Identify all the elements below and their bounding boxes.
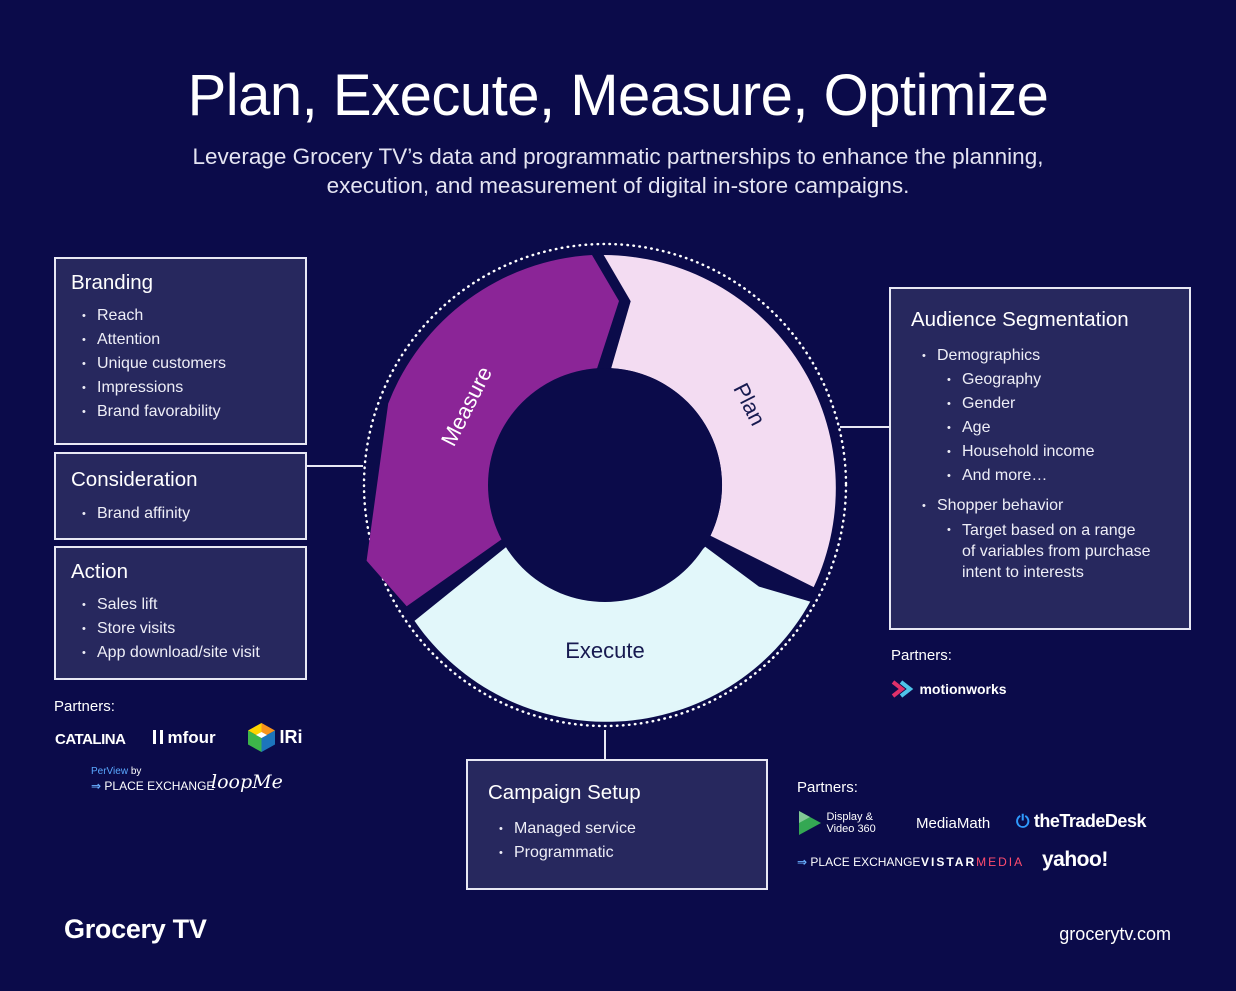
thetradedesk-logo: ⏻ theTradeDesk [1016, 811, 1146, 832]
setup-list: Managed service Programmatic [488, 817, 766, 865]
thetradedesk-text: theTradeDesk [1033, 811, 1147, 831]
list-item: Impressions [82, 376, 305, 400]
list-item: Demographics Geography Gender Age Househ… [922, 344, 1189, 488]
consideration-list: Brand affinity [71, 502, 305, 526]
partners-label-bottom: Partners: [797, 779, 858, 796]
list-item: App download/site visit [82, 641, 305, 665]
list-item: Brand favorability [82, 400, 305, 424]
branding-box: Branding Reach Attention Unique customer… [54, 257, 307, 445]
iri-cube-icon [248, 723, 275, 752]
media-text: MEDIA [976, 855, 1025, 869]
consideration-title: Consideration [71, 468, 198, 491]
place-exchange-logo-left: ⇒ PLACE EXCHANGE [91, 779, 214, 793]
list-item: Geography [947, 368, 1189, 392]
list-item: Target based on a range of variables fro… [947, 520, 1152, 583]
audience-list: Demographics Geography Gender Age Househ… [911, 344, 1189, 583]
place-exchange-text: PLACE EXCHANGE [810, 855, 921, 869]
motionworks-text: motionworks [919, 681, 1007, 697]
dv360-line-2: Video 360 [826, 823, 876, 835]
demographics-sublist: Geography Gender Age Household income An… [937, 368, 1189, 488]
place-exchange-text: PLACE EXCHANGE [104, 779, 215, 793]
vistar-text: VISTAR [921, 855, 977, 869]
list-item: Attention [82, 328, 305, 352]
list-item: Brand affinity [82, 502, 305, 526]
campaign-setup-box: Campaign Setup Managed service Programma… [466, 759, 768, 890]
connector-bottom [604, 730, 606, 760]
mfour-mark-icon [153, 730, 163, 744]
consideration-box: Consideration Brand affinity [54, 452, 307, 540]
power-icon: ⏻ [1016, 812, 1030, 831]
list-item: Programmatic [499, 841, 766, 865]
cycle-diagram: Measure Plan Execute [362, 242, 848, 728]
center-hole [488, 368, 722, 602]
segment-plan [603, 255, 836, 588]
list-item: Shopper behavior Target based on a range… [922, 494, 1189, 583]
page-subtitle: Leverage Grocery TV’s data and programma… [192, 144, 1044, 198]
list-item: And more… [947, 464, 1189, 488]
action-list: Sales lift Store visits App download/sit… [71, 593, 305, 665]
dotted-outer-ring [362, 242, 848, 728]
place-exchange-icon: ⇒ [91, 779, 102, 793]
partners-label-left: Partners: [54, 698, 115, 715]
audience-title: Audience Segmentation [911, 308, 1129, 331]
list-item: Store visits [82, 617, 305, 641]
demographics-label: Demographics [937, 347, 1041, 364]
action-box: Action Sales lift Store visits App downl… [54, 546, 307, 680]
branding-list: Reach Attention Unique customers Impress… [71, 304, 305, 424]
dv360-line-1: Display & [826, 811, 873, 823]
audience-segmentation-box: Audience Segmentation Demographics Geogr… [889, 287, 1191, 630]
list-item: Reach [82, 304, 305, 328]
display-video-360-logo: Display & Video 360 [797, 810, 876, 836]
mfour-logo: mfour [153, 728, 216, 748]
page-title: Plan, Execute, Measure, Optimize [187, 63, 1049, 128]
setup-title: Campaign Setup [488, 781, 641, 804]
connector-left [307, 465, 363, 467]
segment-measure [366, 255, 619, 607]
shopper-behavior-label: Shopper behavior [937, 497, 1064, 514]
grocery-tv-logo: Grocery TV [64, 914, 207, 944]
partners-label-right: Partners: [891, 647, 952, 664]
list-item: Household income [947, 440, 1189, 464]
vistar-media-logo: VISTARMEDIA [921, 855, 1024, 869]
mediamath-logo: MediaMath [916, 815, 991, 832]
dv360-text: Display & Video 360 [826, 811, 875, 835]
loopme-logo: loopMe [211, 771, 283, 793]
perview-logo: PerView by [91, 766, 141, 777]
catalina-logo: CATALINA [55, 731, 126, 748]
action-title: Action [71, 560, 128, 583]
motionworks-mark-icon [891, 680, 914, 698]
motionworks-logo: motionworks [889, 676, 1007, 702]
dv360-play-icon [799, 811, 821, 835]
list-item: Sales lift [82, 593, 305, 617]
list-item: Gender [947, 392, 1189, 416]
segment-label-execute: Execute [565, 638, 645, 663]
connector-right [840, 426, 890, 428]
iri-text: IRi [279, 727, 303, 747]
perview-by-text: by [130, 766, 142, 777]
branding-title: Branding [71, 271, 154, 294]
place-exchange-logo-bottom: ⇒ PLACE EXCHANGE [797, 855, 920, 869]
website-link[interactable]: grocerytv.com [1059, 924, 1171, 944]
place-exchange-icon: ⇒ [797, 855, 808, 869]
yahoo-logo: yahoo! [1042, 848, 1108, 871]
perview-text: PerView [91, 766, 129, 777]
list-item: Unique customers [82, 352, 305, 376]
iri-logo: IRi [248, 723, 302, 752]
segment-execute [414, 533, 811, 722]
list-item: Managed service [499, 817, 766, 841]
list-item: Age [947, 416, 1189, 440]
shopper-sublist: Target based on a range of variables fro… [937, 520, 1189, 583]
mfour-text: mfour [167, 728, 216, 747]
